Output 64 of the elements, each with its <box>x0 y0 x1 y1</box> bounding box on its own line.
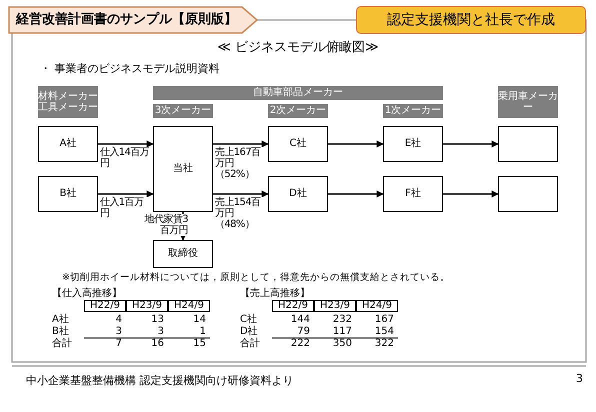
table-value: 13 <box>150 314 164 326</box>
column-header: H23/9 <box>126 300 168 312</box>
table-value: 3 <box>114 326 122 338</box>
column-header: H23/9 <box>314 300 356 312</box>
footnote: ※切削用ホイール材料については，原則として，得意先からの無償支給とされている。 <box>62 272 450 284</box>
row-label: C社 <box>240 314 257 326</box>
company-box: B社 <box>38 176 98 212</box>
table-value: 4 <box>114 314 122 326</box>
company-box: F社 <box>383 176 443 212</box>
category-header: 自動車部品メーカー <box>153 86 443 100</box>
company-box: D社 <box>268 176 328 212</box>
company-box: 当社 <box>153 126 213 212</box>
table-value: 232 <box>332 314 352 326</box>
row-label: D社 <box>240 326 258 338</box>
category-header: 1次メーカー <box>383 104 443 118</box>
table-value: 15 <box>192 338 206 350</box>
company-box: A社 <box>38 126 98 162</box>
diagram-title: ≪ ビジネスモデル俯瞰図≫ <box>216 40 380 56</box>
table-value: 7 <box>114 338 122 350</box>
table-value: 167 <box>374 314 394 326</box>
page-number: 3 <box>576 372 583 385</box>
table-value: 322 <box>374 338 394 350</box>
table-title: 【売上高推移】 <box>240 288 310 300</box>
column-header: H24/9 <box>168 300 210 312</box>
arrow <box>328 140 384 148</box>
table-value: 117 <box>332 326 352 338</box>
table-value: 79 <box>296 326 310 338</box>
row-label: 合計 <box>52 338 72 350</box>
category-header: 2次メーカー <box>268 104 328 118</box>
column-header: H22/9 <box>272 300 314 312</box>
row-label: 合計 <box>240 338 260 350</box>
category-header: 3次メーカー <box>153 104 213 118</box>
category-header: 乗用車メーカー <box>498 86 558 118</box>
table-value: 144 <box>290 314 310 326</box>
column-header: H22/9 <box>84 300 126 312</box>
arrow <box>98 190 154 198</box>
bullet-text: ・ 事業者のビジネスモデル説明資料 <box>40 62 220 75</box>
table-value: 3 <box>156 326 164 338</box>
company-box <box>498 176 558 212</box>
director-box: 取締役 <box>153 240 213 268</box>
table-value: 14 <box>192 314 206 326</box>
table-value: 1 <box>198 326 206 338</box>
source-note: 中小企業基盤整備機構 認定支援機関向け研修資料より <box>26 374 294 387</box>
title-banner: 経営改善計画書のサンプル【原則版】 <box>8 6 258 34</box>
arrow <box>213 140 269 148</box>
column-header: H24/9 <box>356 300 398 312</box>
company-box: C社 <box>268 126 328 162</box>
table-value: 222 <box>290 338 310 350</box>
row-label: B社 <box>52 326 69 338</box>
table-title: 【仕入高推移】 <box>52 288 122 300</box>
arrow <box>98 140 154 148</box>
table-value: 154 <box>374 326 394 338</box>
table-value: 350 <box>332 338 352 350</box>
arrow <box>443 140 499 148</box>
arrow <box>328 190 384 198</box>
arrow <box>213 190 269 198</box>
company-box: E社 <box>383 126 443 162</box>
company-box <box>498 126 558 162</box>
arrow <box>443 190 499 198</box>
note-banner: 認定支援機関と社長で作成 <box>356 6 586 34</box>
edge-label: 仕入14百万円 <box>100 147 152 169</box>
table-value: 16 <box>150 338 164 350</box>
row-label: A社 <box>52 314 69 326</box>
category-header: 材料メーカー工具メーカー <box>38 86 98 118</box>
